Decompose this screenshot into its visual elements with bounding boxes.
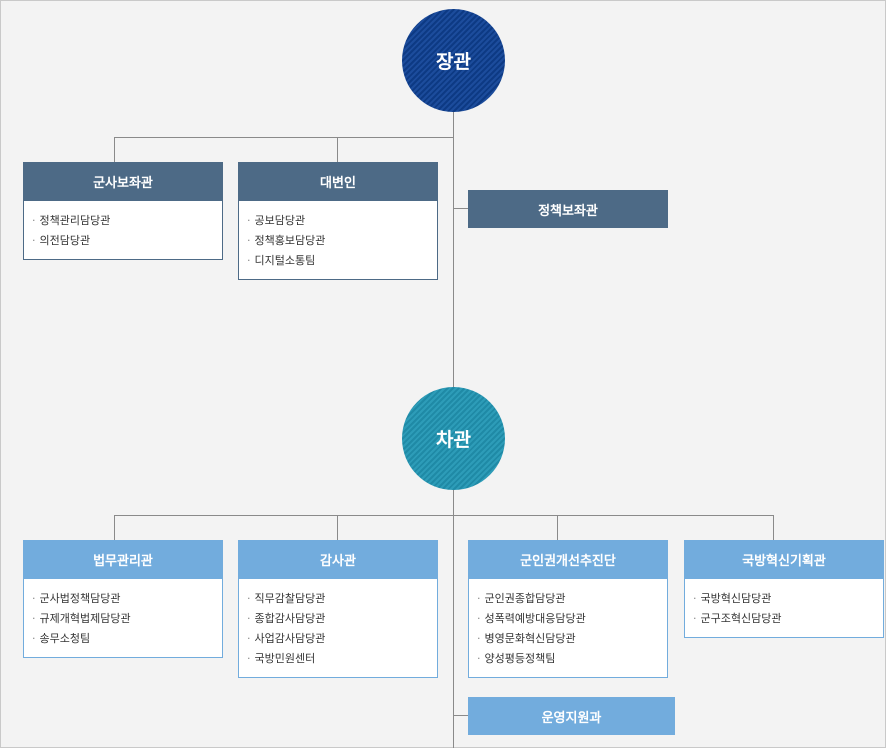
sub-unit: 양성평등정책팀 — [477, 649, 667, 669]
support-connector — [453, 715, 468, 716]
minister-label: 장관 — [436, 51, 471, 73]
sub-unit: 성폭력예방대응담당관 — [477, 609, 667, 629]
sub-unit: 송무소청팀 — [32, 629, 222, 649]
unit-inspector[interactable]: 감사관 직무감찰담당관 종합감사담당관 사업감사담당관 국방민원센터 — [238, 540, 438, 678]
sub-unit: 사업감사담당관 — [247, 629, 437, 649]
sub-unit: 직무감찰담당관 — [247, 589, 437, 609]
sub-unit: 정책홍보담당관 — [247, 231, 437, 251]
sub-unit: 의전담당관 — [32, 231, 222, 251]
sub-unit: 군사법정책담당관 — [32, 589, 222, 609]
unit-operations-support[interactable]: 운영지원과 — [468, 697, 675, 735]
sub-unit: 규제개혁법제담당관 — [32, 609, 222, 629]
vice-drop-1 — [114, 515, 115, 540]
unit-title: 군인권개선추진단 — [468, 540, 668, 579]
sub-unit: 군구조혁신담당관 — [693, 609, 883, 629]
unit-title: 대변인 — [238, 162, 438, 201]
vice-minister-node[interactable]: 차관 — [402, 387, 505, 490]
sub-unit: 디지털소통팀 — [247, 251, 437, 271]
unit-title: 감사관 — [238, 540, 438, 579]
unit-policy-aide[interactable]: 정책보좌관 — [468, 190, 668, 228]
sub-unit: 군인권종합담당관 — [477, 589, 667, 609]
sub-unit: 병영문화혁신담당관 — [477, 629, 667, 649]
unit-title: 운영지원과 — [541, 710, 602, 726]
unit-spokesperson[interactable]: 대변인 공보담당관 정책홍보담당관 디지털소통팀 — [238, 162, 438, 280]
vice-branch-line — [114, 515, 774, 516]
unit-title: 국방혁신기획관 — [684, 540, 884, 579]
unit-military-aide[interactable]: 군사보좌관 정책관리담당관 의전담당관 — [23, 162, 223, 260]
unit-title: 정책보좌관 — [538, 203, 598, 219]
sub-unit: 공보담당관 — [247, 211, 437, 231]
unit-human-rights[interactable]: 군인권개선추진단 군인권종합담당관 성폭력예방대응담당관 병영문화혁신담당관 양… — [468, 540, 668, 678]
unit-title: 군사보좌관 — [23, 162, 223, 201]
vice-minister-label: 차관 — [436, 429, 471, 451]
minister-node[interactable]: 장관 — [402, 9, 505, 112]
sub-unit: 국방혁신담당관 — [693, 589, 883, 609]
vice-drop-3 — [557, 515, 558, 540]
vice-drop-2 — [337, 515, 338, 540]
sub-unit: 정책관리담당관 — [32, 211, 222, 231]
vice-drop-4 — [773, 515, 774, 540]
minister-branch-line — [114, 137, 454, 138]
unit-title: 법무관리관 — [23, 540, 223, 579]
sub-unit: 국방민원센터 — [247, 649, 437, 669]
unit-legal-affairs[interactable]: 법무관리관 군사법정책담당관 규제개혁법제담당관 송무소청팀 — [23, 540, 223, 658]
policy-aide-connector — [453, 208, 468, 209]
unit-defense-innovation[interactable]: 국방혁신기획관 국방혁신담당관 군구조혁신담당관 — [684, 540, 884, 638]
minister-drop-1 — [114, 137, 115, 162]
minister-drop-2 — [337, 137, 338, 162]
sub-unit: 종합감사담당관 — [247, 609, 437, 629]
